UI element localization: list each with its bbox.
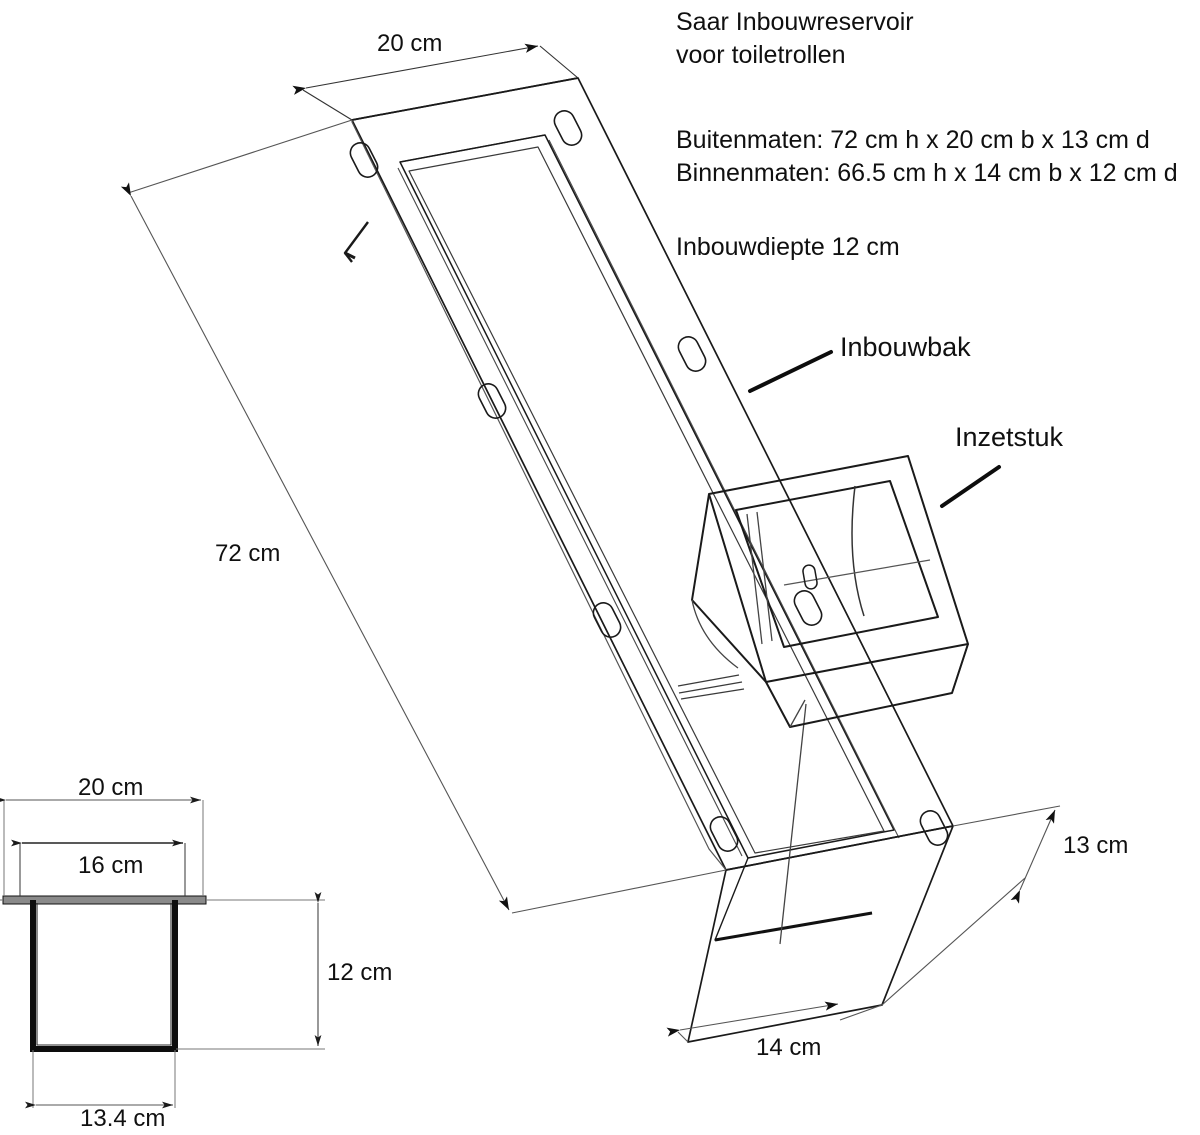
leader-inbouwbak	[748, 350, 833, 393]
flange-bottom-bar	[725, 825, 954, 871]
depth-box-bottom	[687, 825, 954, 1043]
dimension-label-main-width: 20 cm	[377, 30, 443, 57]
depth-box-bottom-edge	[714, 911, 873, 942]
slot-left-3	[592, 602, 622, 638]
flange-top-bar-inner	[399, 134, 546, 163]
slot-right-1	[553, 110, 583, 146]
dim-line-13-main	[1010, 809, 1056, 904]
ext-line-20-right	[539, 45, 579, 79]
drawing-title: Saar Inbouwreservoir voor toiletrollen	[676, 6, 914, 72]
insert-inner-wall-left2	[756, 511, 773, 642]
ext-line-72-bottom	[511, 869, 727, 914]
spec-install-depth: Inbouwdiepte 12 cm	[676, 233, 900, 261]
detail-box-walls	[30, 900, 178, 1052]
insert-inner-back	[851, 485, 865, 617]
dimension-label-main-depth: 13 cm	[1063, 832, 1129, 859]
dimension-label-detail-box-width: 13.4 cm	[80, 1105, 166, 1132]
depth-box-vert-edge	[779, 703, 807, 945]
slot-right-2	[677, 336, 707, 372]
dimension-13cm-main	[881, 805, 1061, 1006]
ext-line-20-left	[302, 89, 353, 121]
slot-right-3	[793, 590, 823, 626]
dim-line-72-main	[120, 182, 510, 911]
insert-slot	[802, 564, 818, 590]
insert-inner-wall-left	[746, 513, 763, 645]
dimension-20cm-main	[292, 43, 579, 121]
insert-inner-floor	[783, 559, 931, 586]
dimension-14cm-main	[666, 1001, 883, 1043]
insert-connector	[677, 674, 745, 700]
specifications-block: Buitenmaten: 72 cm h x 20 cm b x 13 cm d…	[676, 124, 1178, 190]
ext-line-14-left	[677, 1031, 689, 1043]
callout-label-inbouwbak: Inbouwbak	[840, 332, 971, 362]
title-line-1: Saar Inbouwreservoir	[676, 8, 914, 36]
detail-box-inner-outline	[36, 903, 172, 1046]
dim-line-14-main	[666, 1001, 839, 1037]
spec-inner-dimensions: Binnenmaten: 66.5 cm h x 14 cm b x 12 cm…	[676, 159, 1178, 187]
mounting-slots-right	[553, 110, 949, 846]
connector-line-1	[677, 674, 740, 687]
ext-line-72-top	[127, 119, 353, 194]
insert-body-rear-curve	[691, 599, 739, 669]
dimension-label-main-inner-width: 14 cm	[756, 1034, 822, 1061]
slot-left-1	[349, 142, 379, 178]
dim-line-20-main	[292, 43, 539, 95]
connector-line-2	[678, 681, 743, 694]
connector-line-3	[680, 688, 745, 700]
insert-body-front-edge	[789, 699, 806, 728]
slot-left-4	[709, 816, 739, 852]
dimension-label-main-height: 72 cm	[215, 540, 281, 567]
dimension-label-detail-depth: 12 cm	[327, 959, 393, 986]
inzetstuk-insert	[691, 455, 969, 728]
flange-outer-outline	[351, 77, 954, 871]
callout-label-inzetstuk: Inzetstuk	[955, 422, 1064, 452]
right-rail-thickness	[548, 139, 900, 839]
detail-view-inzetstuk	[0, 796, 325, 1109]
leader-inzetstuk	[940, 465, 1001, 508]
inbouwbak-body	[343, 77, 954, 1043]
rear-left-panel	[351, 120, 727, 871]
title-line-2: voor toiletrollen	[676, 41, 846, 69]
left-rail-thickness	[397, 167, 743, 857]
callout-leaders	[748, 350, 1001, 508]
flange-top-bar	[351, 77, 579, 121]
dimension-label-detail-inner-width: 16 cm	[78, 852, 144, 879]
slot-right-4	[919, 810, 949, 846]
dimension-label-detail-flange-width: 20 cm	[78, 774, 144, 801]
insert-body-right	[951, 643, 969, 694]
ext-line-13-top	[952, 805, 1061, 827]
ext-line-13-bottom	[881, 877, 1026, 1006]
aperture-outline	[408, 146, 885, 854]
dimension-72cm-main	[120, 119, 727, 914]
ext-line-14-right	[839, 1004, 883, 1021]
spec-outer-dimensions: Buitenmaten: 72 cm h x 20 cm b x 13 cm d	[676, 126, 1150, 154]
